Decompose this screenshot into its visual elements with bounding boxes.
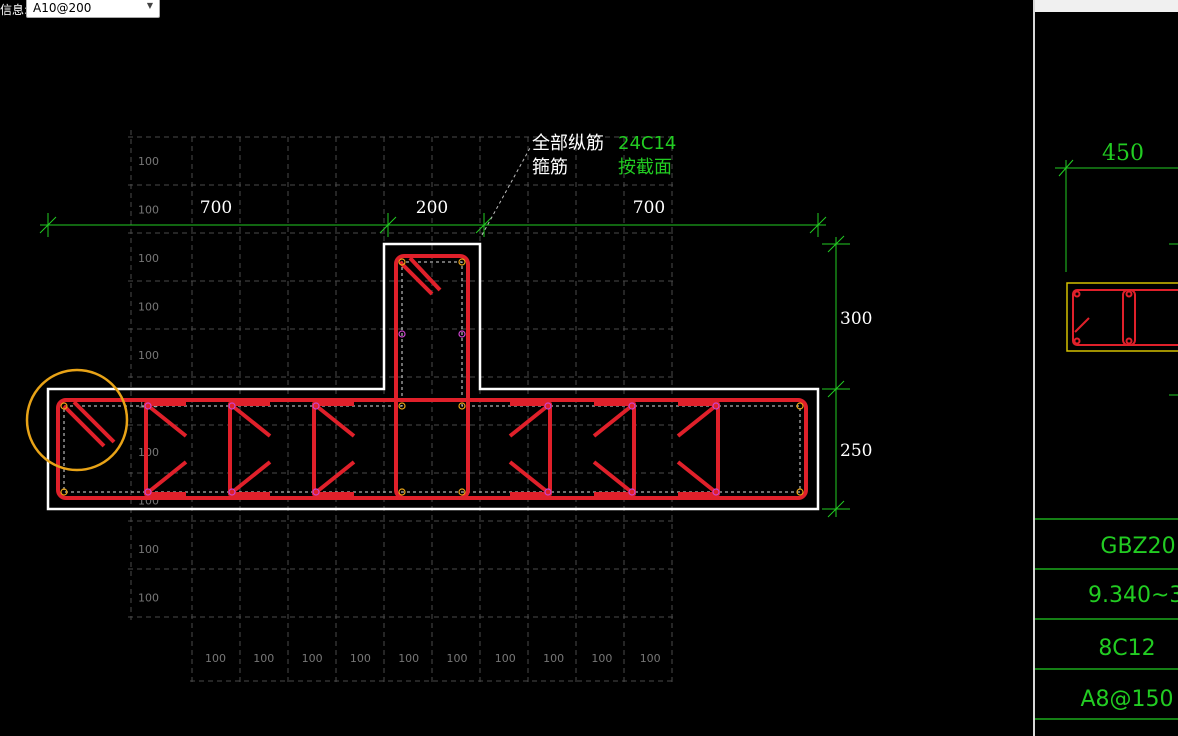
rebar-node [712, 488, 720, 496]
rebar-node [712, 402, 720, 410]
grid-bottom-label: 100 [640, 652, 661, 665]
grid-bottom-label: 100 [350, 652, 371, 665]
side-table-row-1: 9.340~34.5 [1088, 583, 1178, 608]
rebar-node [398, 488, 406, 496]
chevron-down-icon: ▼ [146, 1, 153, 10]
dim-top-left: 700 [200, 198, 232, 218]
rebar-node [312, 402, 320, 410]
stirrup-select[interactable]: A10@200 ▼ [26, 0, 160, 18]
grid-left-label: 100 [138, 204, 159, 217]
toolbar: 信息: A10@200 ▼ [0, 0, 200, 20]
section-outline [46, 242, 820, 511]
rebar-node [796, 402, 804, 410]
rebar-node [458, 330, 466, 338]
rebar-node [60, 402, 68, 410]
side-table-row-3: A8@150 [1080, 687, 1173, 712]
side-table-row-0: GBZ20 [1100, 534, 1175, 559]
rebar-node [628, 488, 636, 496]
rebar-node [628, 402, 636, 410]
grid-left-label: 100 [138, 543, 159, 556]
annotation-leader [481, 147, 531, 236]
right-dimension-line [822, 235, 850, 518]
grid-bottom-label: 100 [591, 652, 612, 665]
cover-line [63, 261, 801, 493]
stirrup-select-value: A10@200 [33, 1, 92, 15]
dim-right-bottom: 250 [840, 441, 872, 461]
rebar-node [144, 488, 152, 496]
grid-left-label: 100 [138, 301, 159, 314]
rebar-nodes [60, 258, 804, 496]
rebar-node [144, 402, 152, 410]
grid-bottom-label: 100 [302, 652, 323, 665]
annotation-longitudinal-value: 24C14 [618, 133, 676, 154]
top-dimension-line [39, 213, 827, 237]
grid-bottom-label: 100 [495, 652, 516, 665]
grid-bottom-label: 100 [543, 652, 564, 665]
rebar-node [458, 488, 466, 496]
rebar-node [458, 258, 466, 266]
rebar-node [60, 488, 68, 496]
rebar-node [544, 488, 552, 496]
grid-bottom-labels: 100 100 100 100 100 100 100 100 100 100 [205, 652, 661, 665]
stirrups [56, 254, 808, 500]
side-panel: 450 GBZ20 9.340~34.5 8C12 A8@150 [1033, 0, 1178, 736]
rebar-node [228, 402, 236, 410]
grid-left-label: 100 [138, 592, 159, 605]
grid-left-label: 100 [138, 155, 159, 168]
annotation-stirrup-label: 箍筋 [532, 157, 568, 178]
annotation-longitudinal-label: 全部纵筋 [532, 133, 604, 154]
dim-top-right: 700 [633, 198, 665, 218]
highlight-circle [25, 368, 129, 472]
annotation-stirrup-value: 按截面 [618, 157, 672, 178]
rebar-node [228, 488, 236, 496]
rebar-node [544, 402, 552, 410]
grid-left-label: 100 [138, 252, 159, 265]
dim-right-top: 300 [840, 309, 872, 329]
grid-left-label: 100 [138, 349, 159, 362]
rebar-node [312, 488, 320, 496]
rebar-node [398, 402, 406, 410]
grid-bottom-label: 100 [398, 652, 419, 665]
side-dim: 450 [1102, 141, 1144, 166]
rebar-node [398, 258, 406, 266]
grid-left-label: 100 [138, 446, 159, 459]
rebar-node [398, 330, 406, 338]
grid-bottom-label: 100 [253, 652, 274, 665]
side-table-row-2: 8C12 [1098, 636, 1155, 661]
dim-top-middle: 200 [416, 198, 448, 218]
toolbar-label: 信息: [0, 3, 29, 17]
grid-bottom-label: 100 [205, 652, 226, 665]
grid-bottom-label: 100 [447, 652, 468, 665]
rebar-node [796, 488, 804, 496]
rebar-node [458, 402, 466, 410]
